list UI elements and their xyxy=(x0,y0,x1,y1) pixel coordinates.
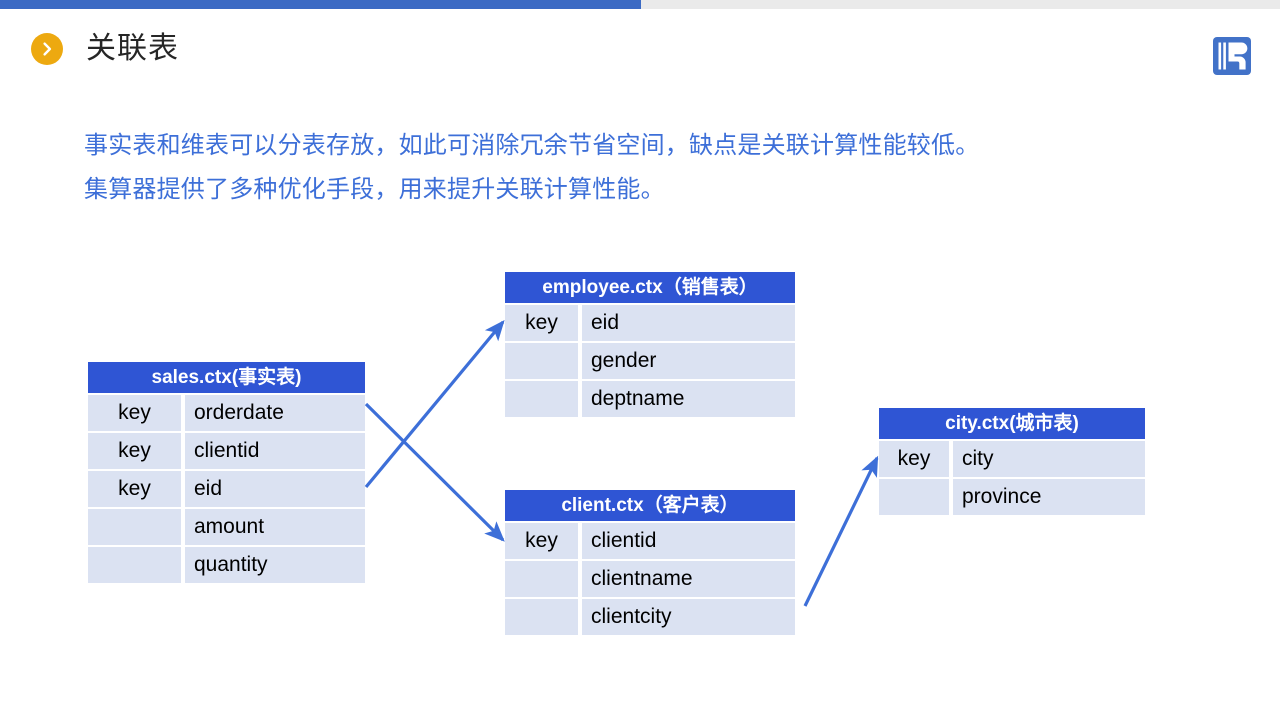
cell-key xyxy=(505,599,578,635)
table-row: key clientid xyxy=(505,521,795,559)
cell-key: key xyxy=(879,441,949,477)
table-header-employee: employee.ctx（销售表） xyxy=(505,272,795,303)
chevron-right-icon xyxy=(31,33,63,65)
cell-field-name: quantity xyxy=(181,547,365,583)
table-row: gender xyxy=(505,341,795,379)
page-title: 关联表 xyxy=(86,32,179,65)
arrow-sales-eid-to-employee-eid xyxy=(364,320,505,489)
table-city-ctx: city.ctx(城市表) key city province xyxy=(879,408,1145,515)
table-row: key orderdate xyxy=(88,393,365,431)
lead-paragraph: 事实表和维表可以分表存放，如此可消除冗余节省空间，缺点是关联计算性能较低。 集算… xyxy=(84,124,1204,212)
table-header-city: city.ctx(城市表) xyxy=(879,408,1145,439)
table-row: clientname xyxy=(505,559,795,597)
table-row: quantity xyxy=(88,545,365,583)
cell-field-name: gender xyxy=(578,343,795,379)
table-row: province xyxy=(879,477,1145,515)
table-row: clientcity xyxy=(505,597,795,635)
arrow-client-clientcity-to-city-city xyxy=(803,455,879,607)
cell-key: key xyxy=(88,471,181,507)
cell-field-name: deptname xyxy=(578,381,795,417)
table-header-sales: sales.ctx(事实表) xyxy=(88,362,365,393)
table-row: key eid xyxy=(505,303,795,341)
lead-line-2: 集算器提供了多种优化手段，用来提升关联计算性能。 xyxy=(84,176,665,203)
cell-field-name: city xyxy=(949,441,1145,477)
table-employee-ctx: employee.ctx（销售表） key eid gender deptnam… xyxy=(505,272,795,417)
cell-key: key xyxy=(505,305,578,341)
progress-bar-fill xyxy=(0,0,641,9)
table-row: deptname xyxy=(505,379,795,417)
cell-key: key xyxy=(88,395,181,431)
table-row: key city xyxy=(879,439,1145,477)
table-client-ctx: client.ctx（客户表） key clientid clientname … xyxy=(505,490,795,635)
cell-field-name: eid xyxy=(578,305,795,341)
cell-field-name: clientid xyxy=(181,433,365,469)
cell-key xyxy=(879,479,949,515)
cell-field-name: clientcity xyxy=(578,599,795,635)
lead-line-1: 事实表和维表可以分表存放，如此可消除冗余节省空间，缺点是关联计算性能较低。 xyxy=(84,132,980,159)
table-row: key clientid xyxy=(88,431,365,469)
cell-key xyxy=(505,343,578,379)
cell-key xyxy=(505,561,578,597)
cell-field-name: amount xyxy=(181,509,365,545)
cell-key xyxy=(88,547,181,583)
cell-key xyxy=(505,381,578,417)
cell-field-name: eid xyxy=(181,471,365,507)
cell-field-name: province xyxy=(949,479,1145,515)
slide-title-row: 关联表 xyxy=(31,33,179,65)
table-row: key eid xyxy=(88,469,365,507)
cell-key: key xyxy=(505,523,578,559)
progress-bar-track xyxy=(0,0,1280,9)
cell-key xyxy=(88,509,181,545)
cell-key: key xyxy=(88,433,181,469)
cell-field-name: clientname xyxy=(578,561,795,597)
table-row: amount xyxy=(88,507,365,545)
raqsoft-logo-icon xyxy=(1209,33,1255,79)
table-sales-ctx: sales.ctx(事实表) key orderdate key clienti… xyxy=(88,362,365,583)
cell-field-name: clientid xyxy=(578,523,795,559)
cell-field-name: orderdate xyxy=(181,395,365,431)
arrow-sales-clientid-to-client-clientid xyxy=(364,402,505,542)
table-header-client: client.ctx（客户表） xyxy=(505,490,795,521)
